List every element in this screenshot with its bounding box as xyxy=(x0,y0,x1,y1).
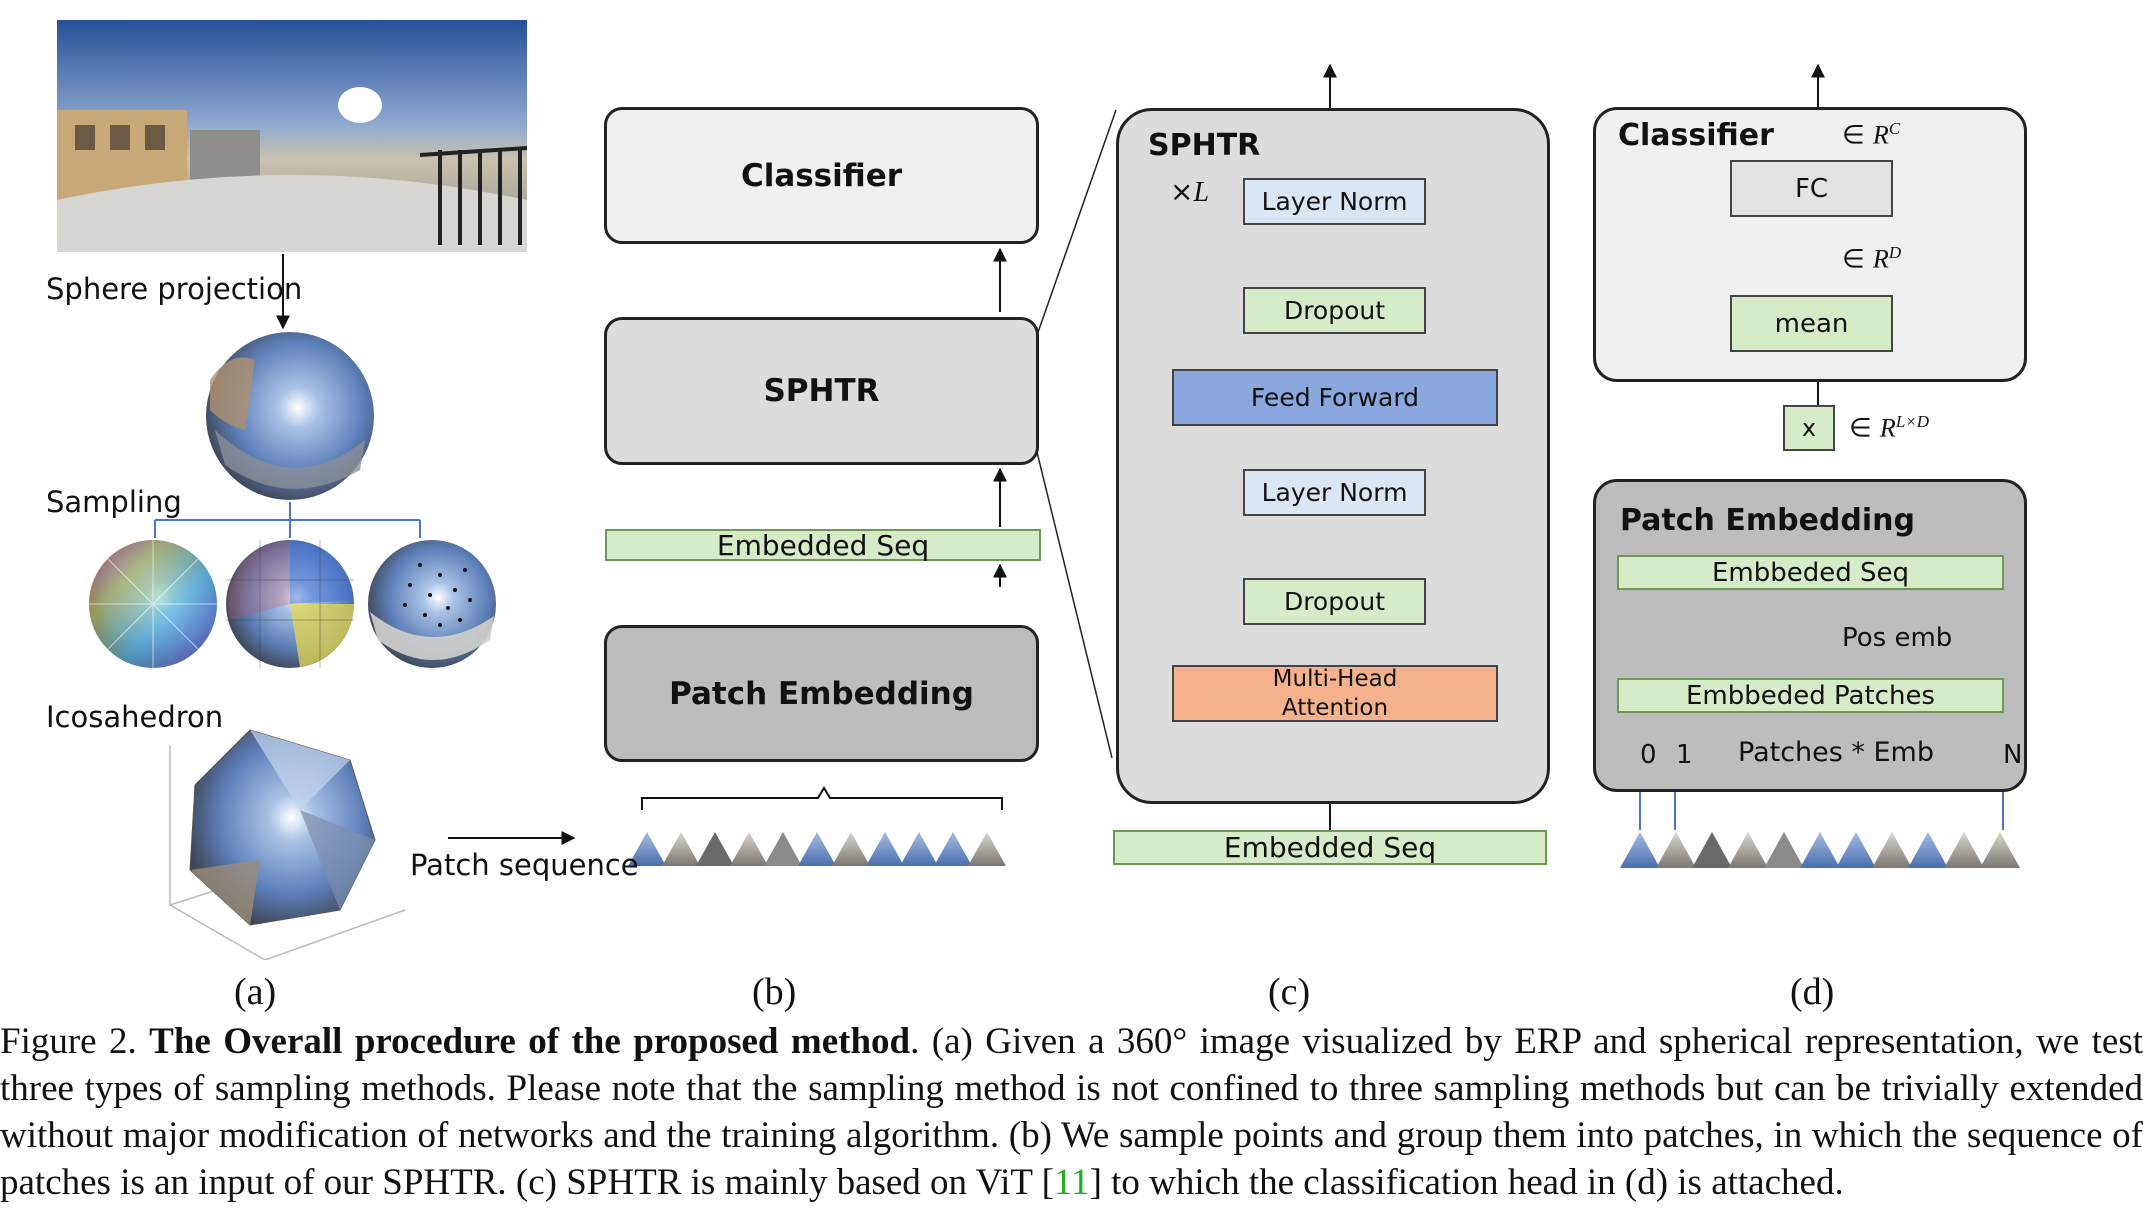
figure-2: Sphere projection Sampling Icosahedron P… xyxy=(46,20,2027,1013)
caption-fig-label: Figure 2. xyxy=(0,1021,137,1062)
dim-rd-label: ∈ RD xyxy=(1842,243,1902,275)
figure-caption: Figure 2. The Overall procedure of the p… xyxy=(0,1018,2143,1206)
embbeded-patches-box: Embbeded Patches xyxy=(1617,678,2004,713)
fc-box: FC xyxy=(1730,160,1893,217)
patch-triangles-d xyxy=(1620,832,2020,868)
index-0: 0 xyxy=(1640,740,1657,770)
sublabel-c: (c) xyxy=(1268,971,1311,1013)
embedded-seq-box: Embedded Seq xyxy=(605,529,1041,562)
multi-head-attention-box: Multi-Head Attention xyxy=(1172,665,1498,722)
sublabel-d: (d) xyxy=(1790,971,1835,1013)
pos-emb-label: Pos emb xyxy=(1842,623,1953,653)
icosahedron-label: Icosahedron xyxy=(46,700,224,734)
projected-sphere xyxy=(206,332,374,500)
layer-norm-bottom-box: Layer Norm xyxy=(1243,469,1426,516)
patch-brace xyxy=(641,786,1003,810)
sphtr-detail-title: SPHTR xyxy=(1148,128,1261,163)
patches-emb-label: Patches * Emb xyxy=(1738,737,1935,768)
sampling-sphere-1 xyxy=(89,540,217,668)
x-box: x xyxy=(1783,405,1835,451)
repeat-label: ×L xyxy=(1170,175,1210,208)
patch-triangles-b xyxy=(628,832,1006,866)
mha-line-2: Attention xyxy=(1281,694,1389,721)
mha-line-1: Multi-Head xyxy=(1272,665,1398,692)
sphtr-box: SPHTR xyxy=(604,317,1039,465)
caption-citation-link[interactable]: 11 xyxy=(1053,1162,1090,1203)
caption-text-1: . (a) Given a 360° image visualized by E… xyxy=(0,1021,2143,1203)
dim-rld-label: ∈ RL×D xyxy=(1849,412,1930,444)
index-1: 1 xyxy=(1676,740,1693,770)
sampling-sphere-2 xyxy=(226,539,354,668)
patch-sequence-label: Patch sequence xyxy=(410,848,639,882)
figure-graphics xyxy=(57,20,2020,960)
classifier-box: Classifier xyxy=(604,107,1039,244)
patch-embedding-detail-container xyxy=(1593,479,2027,792)
mean-box: mean xyxy=(1730,295,1893,352)
classifier-head-title: Classifier xyxy=(1618,118,1774,153)
embbeded-seq-box: Embbeded Seq xyxy=(1617,555,2004,590)
dropout-top-box: Dropout xyxy=(1243,287,1426,334)
layer-norm-top-box: Layer Norm xyxy=(1243,178,1426,225)
feed-forward-box: Feed Forward xyxy=(1172,369,1498,426)
caption-text-2: ] to which the classification head in (d… xyxy=(1089,1162,1844,1203)
sphere-projection-label: Sphere projection xyxy=(46,272,303,306)
sampling-branch xyxy=(154,502,421,538)
sampling-label: Sampling xyxy=(46,485,182,519)
dropout-bottom-box: Dropout xyxy=(1243,578,1426,625)
caption-title: The Overall procedure of the proposed me… xyxy=(149,1021,911,1062)
icosahedron xyxy=(169,729,406,960)
erp-image xyxy=(57,20,528,252)
sampling-sphere-3 xyxy=(368,540,496,668)
sublabel-a: (a) xyxy=(234,971,277,1013)
sublabel-b: (b) xyxy=(752,971,797,1013)
embedded-seq-input-box: Embedded Seq xyxy=(1113,830,1547,865)
patch-embedding-detail-title: Patch Embedding xyxy=(1620,503,1915,538)
patch-embedding-box: Patch Embedding xyxy=(604,625,1039,762)
index-n: N xyxy=(2003,740,2023,770)
dim-rc-label: ∈ RC xyxy=(1842,119,1901,151)
